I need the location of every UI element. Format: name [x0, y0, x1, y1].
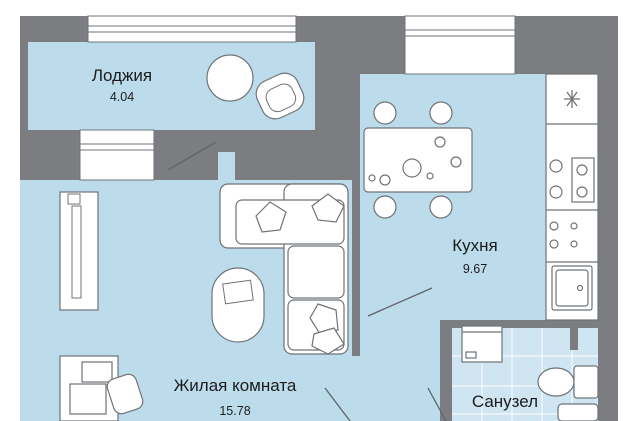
loggia-name: Лоджия: [91, 66, 153, 85]
kitchen-area-value: 9.67: [462, 262, 488, 276]
living-room-name: Жилая комната: [173, 376, 297, 395]
hallway-area: [360, 320, 446, 421]
desk-icon: [59, 355, 144, 421]
door-lines: [167, 141, 447, 421]
loggia-label: Лоджия 4.04: [74, 66, 170, 104]
partitions: [352, 180, 598, 421]
fridge-icon: [564, 90, 580, 108]
living-room-area-value: 15.78: [219, 404, 251, 418]
washing-machine-icon: [461, 325, 503, 363]
bath-sink-icon: [557, 403, 599, 421]
ottoman-icon: [211, 267, 265, 343]
armchair-icon: [255, 72, 305, 120]
toilet-icon: [537, 365, 599, 399]
living-room-label: Жилая комната 15.78: [160, 376, 310, 418]
bathroom-label: Санузел: [460, 392, 550, 412]
round-table-icon: [206, 54, 254, 102]
bathroom-name: Санузел: [471, 392, 539, 411]
kitchen-name: Кухня: [452, 236, 498, 255]
dining-table-icon: [363, 127, 473, 193]
tv-stand-icon: [59, 191, 99, 311]
stove-icon: [549, 157, 595, 249]
chair-icon: [373, 101, 453, 219]
sofa-icon: [219, 183, 349, 355]
kitchen-label: Кухня 9.67: [430, 236, 520, 276]
window-icon: [20, 15, 516, 421]
loggia-area-value: 4.04: [109, 90, 135, 104]
sink-icon: [551, 265, 593, 311]
